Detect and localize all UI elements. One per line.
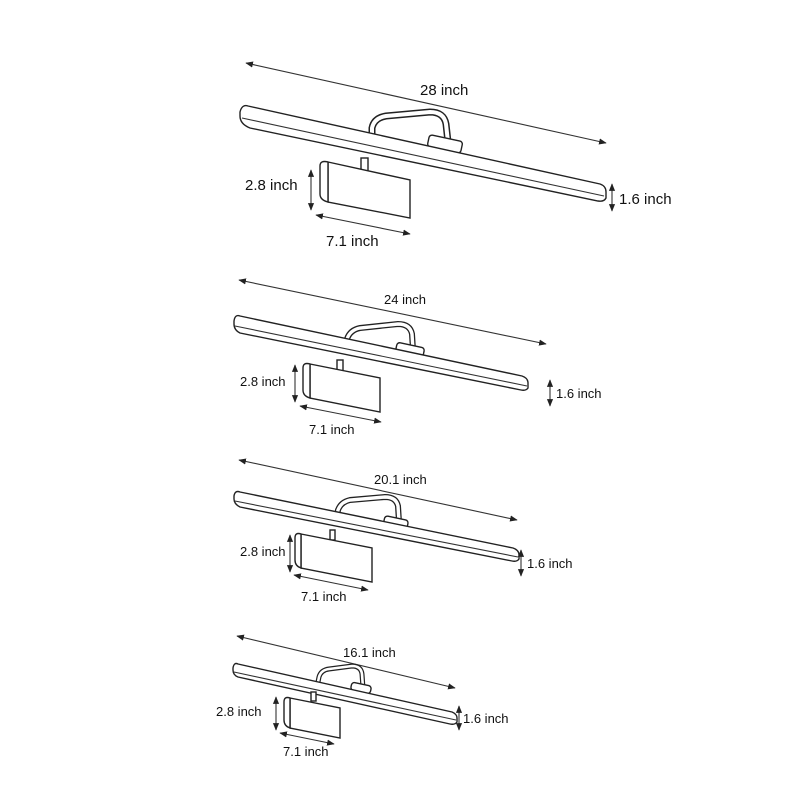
head-height-label: 2.8 inch <box>245 177 298 194</box>
length-dimension-line <box>236 634 456 690</box>
lamp-24-inch: 24 inch 2.8 inch 7.1 inch 1.6 inch <box>233 278 602 437</box>
lamp-16-1-inch: 16.1 inch 2.8 inch 7.1 inch 1.6 inch <box>216 634 509 759</box>
length-dimension-line <box>238 458 518 522</box>
head-width-label: 7.1 inch <box>309 422 355 437</box>
length-label: 28 inch <box>420 82 468 99</box>
length-label: 16.1 inch <box>343 645 396 660</box>
mount-stem <box>329 529 336 541</box>
head-width-dimension-line <box>279 731 335 746</box>
head-width-label: 7.1 inch <box>301 589 347 604</box>
mount-plate <box>309 363 381 413</box>
bar-height-label: 1.6 inch <box>619 191 672 208</box>
plate-side <box>302 362 311 399</box>
light-bar <box>239 104 607 202</box>
head-width-label: 7.1 inch <box>326 233 379 250</box>
head-width-dimension-line <box>293 573 369 592</box>
plate-side <box>283 696 291 729</box>
bar-height-label: 1.6 inch <box>463 711 509 726</box>
mount-plate <box>289 697 341 739</box>
lamp-20-1-inch: 20.1 inch 2.8 inch 7.1 inch 1.6 inch <box>233 458 573 604</box>
plate-side <box>294 532 302 569</box>
head-width-dimension-line <box>299 404 382 424</box>
lamp-28-inch: 28 inch 2.8 inch 7.1 inch 1.6 inch <box>239 61 672 250</box>
length-dimension-line <box>238 278 547 346</box>
head-height-label: 2.8 inch <box>240 374 286 389</box>
bar-height-label: 1.6 inch <box>556 386 602 401</box>
head-width-label: 7.1 inch <box>283 744 329 759</box>
plate-side <box>319 160 329 203</box>
length-dimension-line <box>245 61 607 145</box>
mount-plate <box>300 533 373 583</box>
mount-plate <box>327 161 411 219</box>
length-label: 20.1 inch <box>374 472 427 487</box>
head-height-label: 2.8 inch <box>240 544 286 559</box>
length-label: 24 inch <box>384 292 426 307</box>
bar-height-label: 1.6 inch <box>527 556 573 571</box>
head-height-label: 2.8 inch <box>216 704 262 719</box>
light-bar <box>232 662 458 725</box>
head-width-dimension-line <box>315 213 411 236</box>
mount-stem <box>310 691 317 702</box>
